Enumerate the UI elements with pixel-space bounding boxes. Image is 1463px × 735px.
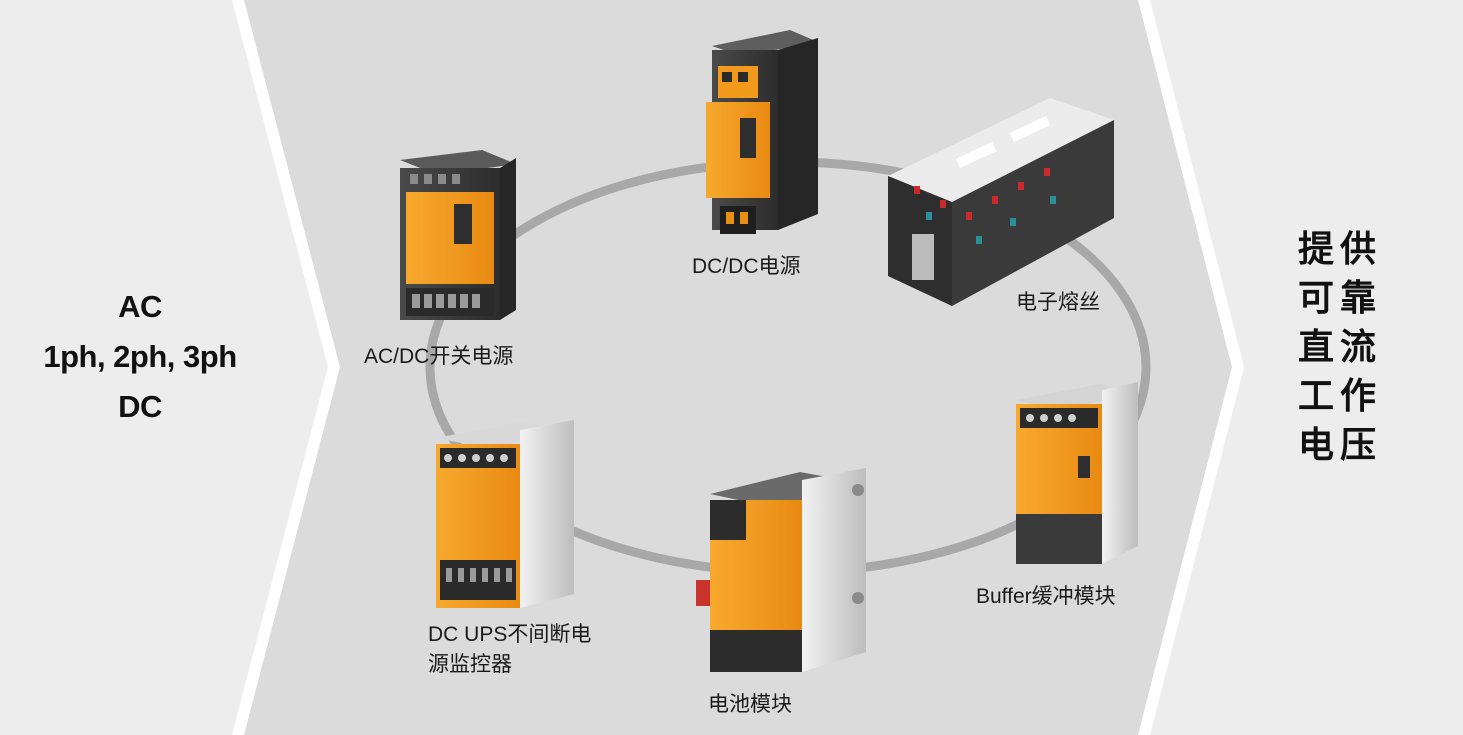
input-chevron-panel	[0, 0, 328, 735]
ac-dc-module-image	[400, 150, 516, 320]
dc-ups-module-image	[436, 420, 574, 608]
label-electronic-fuse: 电子熔丝	[1016, 291, 1100, 314]
output-chevron-panel	[1150, 0, 1463, 735]
label-dc-dc: DC/DC电源	[692, 255, 801, 278]
input-line-phases: 1ph, 2ph, 3ph	[43, 339, 237, 374]
output-line-3: 直流	[1297, 326, 1382, 367]
input-line-dc: DC	[118, 389, 162, 424]
label-buffer-module: Buffer缓冲模块	[976, 585, 1116, 608]
dc-dc-module-image	[706, 30, 818, 234]
output-description: 提供 可靠 直流 工作 电压	[1290, 224, 1390, 469]
electronic-fuse-image	[888, 98, 1114, 306]
input-line-ac: AC	[118, 289, 162, 324]
output-line-5: 电压	[1297, 424, 1382, 465]
label-battery-module: 电池模块	[708, 693, 792, 716]
output-line-2: 可靠	[1297, 277, 1382, 318]
buffer-module-image	[1016, 382, 1138, 564]
output-line-4: 工作	[1297, 375, 1382, 416]
label-dc-ups-line1: DC UPS不间断电	[428, 623, 592, 646]
label-dc-ups-line2: 源监控器	[428, 653, 512, 676]
output-line-1: 提供	[1297, 228, 1382, 269]
label-ac-dc: AC/DC开关电源	[364, 345, 514, 368]
input-power-types: AC 1ph, 2ph, 3ph DC	[30, 282, 250, 432]
battery-module-image	[696, 468, 866, 672]
